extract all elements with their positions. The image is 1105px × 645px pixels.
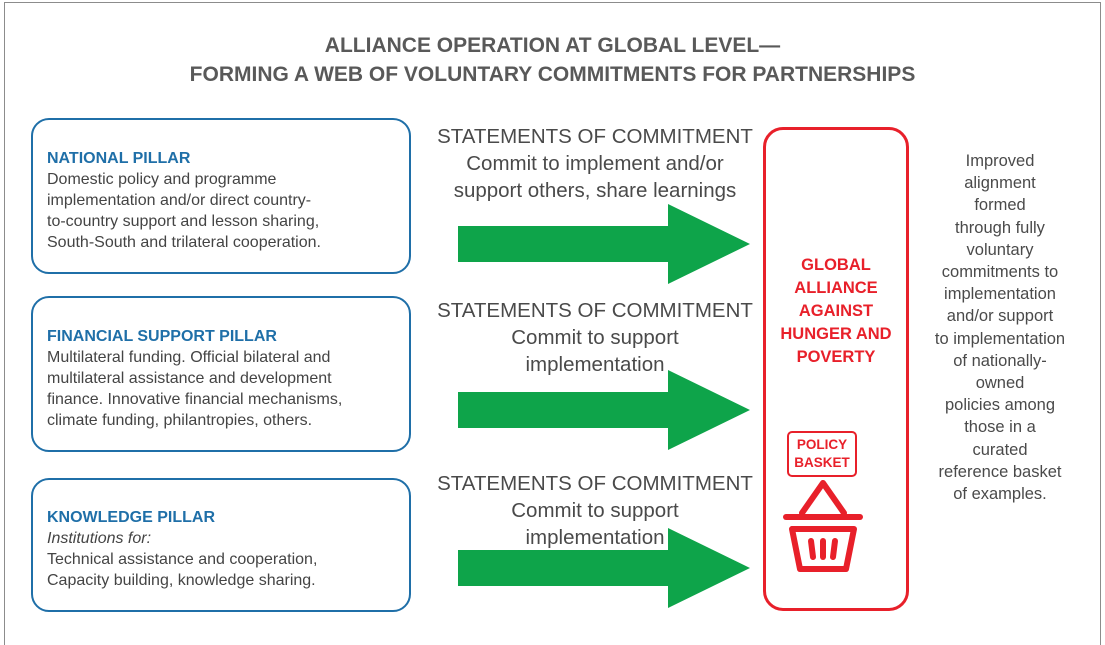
alliance-title-line: HUNGER AND	[780, 325, 892, 343]
financial-pillar-line: multilateral assistance and development	[47, 370, 332, 387]
alignment-line: to implementation	[934, 329, 1066, 348]
alignment-line: Improved	[965, 152, 1035, 170]
statement-heading: STATEMENTS OF COMMITMENT	[437, 299, 753, 322]
financial-pillar-line: finance. Innovative financial mechanisms…	[47, 391, 343, 408]
diagram-title-line-2: FORMING A WEB OF VOLUNTARY COMMITMENTS F…	[189, 63, 916, 86]
alignment-line: through fully	[955, 218, 1045, 237]
statement-line: implementation	[525, 526, 665, 549]
national-pillar-box: NATIONAL PILLAR Domestic policy and prog…	[31, 118, 411, 274]
alignment-line: alignment	[964, 174, 1036, 193]
alignment-line: formed	[974, 196, 1026, 215]
global-alliance-box	[763, 127, 909, 611]
statement-line: implementation	[525, 353, 665, 376]
knowledge-pillar-line: Capacity building, knowledge sharing.	[47, 572, 316, 589]
alignment-line: curated	[972, 440, 1028, 459]
alignment-line: commitments to	[941, 263, 1059, 282]
arrow-right-icon	[458, 370, 750, 450]
figure-frame	[4, 2, 1101, 645]
national-pillar-line: to-country support and lesson sharing,	[47, 213, 320, 230]
policy-basket-label-line: POLICY	[796, 437, 848, 452]
alignment-line: voluntary	[966, 240, 1034, 259]
statement-line: Commit to implement and/or	[466, 152, 724, 175]
statement-of-commitment-national: STATEMENTS OF COMMITMENT Commit to imple…	[435, 123, 755, 204]
diagram-title-line-1: ALLIANCE OPERATION AT GLOBAL LEVEL—	[324, 34, 781, 57]
national-pillar-line: implementation and/or direct country-	[47, 192, 312, 209]
financial-support-pillar-box: FINANCIAL SUPPORT PILLAR Multilateral fu…	[31, 296, 411, 452]
policy-basket-label: POLICY BASKET	[787, 431, 857, 477]
statement-heading: STATEMENTS OF COMMITMENT	[437, 472, 753, 495]
national-pillar-heading: NATIONAL PILLAR	[47, 150, 191, 167]
alliance-title-line: GLOBAL	[801, 256, 871, 274]
alignment-line: and/or support	[946, 307, 1054, 326]
financial-pillar-heading: FINANCIAL SUPPORT PILLAR	[47, 328, 277, 345]
knowledge-pillar-heading: KNOWLEDGE PILLAR	[47, 509, 215, 526]
alignment-line: owned	[975, 374, 1025, 393]
policy-basket-label-line: BASKET	[794, 455, 850, 470]
financial-pillar-line: climate funding, philantropies, others.	[47, 412, 313, 429]
alignment-line: policies among	[944, 396, 1056, 415]
statement-of-commitment-knowledge: STATEMENTS OF COMMITMENT Commit to suppo…	[435, 470, 755, 551]
arrow-right-icon	[458, 528, 750, 608]
global-alliance-title: GLOBAL ALLIANCE AGAINST HUNGER AND POVER…	[763, 254, 909, 369]
shopping-basket-icon	[783, 480, 863, 572]
knowledge-pillar-box: KNOWLEDGE PILLAR Institutions for: Techn…	[31, 478, 411, 612]
alignment-line: of examples.	[953, 485, 1047, 504]
alliance-title-line: ALLIANCE	[794, 279, 878, 297]
financial-pillar-line: Multilateral funding. Official bilateral…	[47, 349, 331, 366]
national-pillar-line: Domestic policy and programme	[47, 171, 277, 188]
statement-of-commitment-financial: STATEMENTS OF COMMITMENT Commit to suppo…	[435, 297, 755, 378]
statement-line: support others, share learnings	[453, 179, 737, 202]
alliance-title-line: POVERTY	[796, 348, 876, 366]
alignment-line: of nationally-	[953, 351, 1047, 370]
alignment-description: Improved alignment formed through fully …	[915, 150, 1085, 505]
knowledge-pillar-subheading: Institutions for:	[47, 530, 152, 547]
alignment-line: reference basket	[938, 462, 1062, 481]
statement-line: Commit to support	[511, 499, 679, 522]
alignment-line: implementation	[944, 285, 1056, 304]
arrow-right-icon	[458, 204, 750, 284]
statement-line: Commit to support	[511, 326, 679, 349]
statement-heading: STATEMENTS OF COMMITMENT	[437, 125, 753, 148]
national-pillar-line: South-South and trilateral cooperation.	[47, 234, 321, 251]
alliance-title-line: AGAINST	[798, 302, 874, 320]
alignment-line: those in a	[964, 418, 1036, 437]
knowledge-pillar-line: Technical assistance and cooperation,	[47, 551, 318, 568]
